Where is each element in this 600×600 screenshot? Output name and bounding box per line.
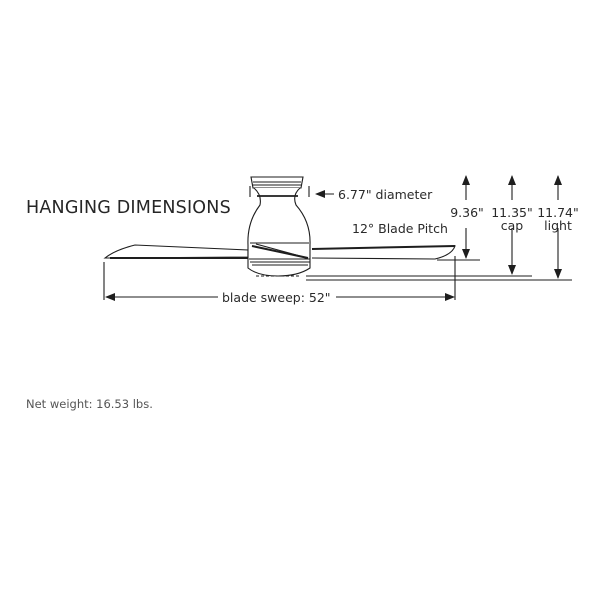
blade-pitch-label: 12° Blade Pitch [352, 221, 448, 236]
height-light-group: 11.74" light [536, 206, 580, 232]
height-cap-label: cap [500, 218, 524, 233]
height-min-label: 9.36" [450, 205, 484, 220]
diameter-label: 6.77" diameter [338, 187, 433, 202]
blade-sweep-label: blade sweep: 52" [222, 290, 331, 305]
height-cap-group: 11.35" cap [490, 206, 534, 232]
height-light-value: 11.74" [537, 205, 579, 220]
height-light-label: light [544, 218, 572, 233]
dimension-lines [103, 175, 572, 301]
fan-illustration [103, 176, 456, 277]
height-cap-value: 11.35" [491, 205, 533, 220]
net-weight-text: Net weight: 16.53 lbs. [26, 397, 153, 411]
diagram-title: HANGING DIMENSIONS [26, 198, 231, 218]
